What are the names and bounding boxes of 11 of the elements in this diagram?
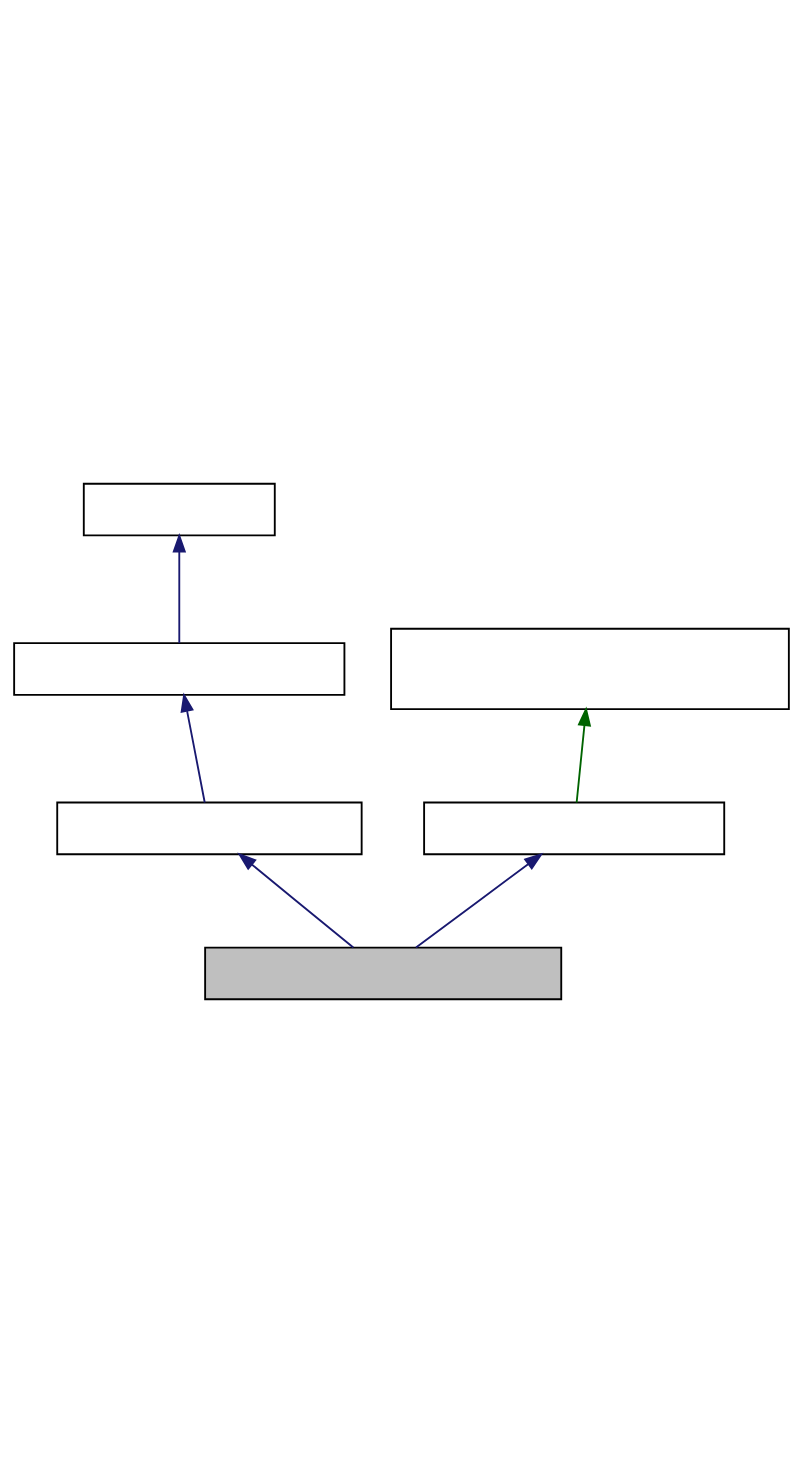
arrow — [575, 706, 592, 804]
node-box — [390, 627, 790, 711]
arrow — [180, 692, 206, 804]
node-box — [423, 801, 726, 856]
arrow — [172, 533, 187, 645]
arrow — [415, 852, 544, 949]
node-box — [204, 946, 563, 1001]
node-box — [82, 482, 276, 537]
node-box — [56, 801, 363, 856]
node-box — [13, 642, 346, 696]
arrow — [237, 852, 355, 949]
